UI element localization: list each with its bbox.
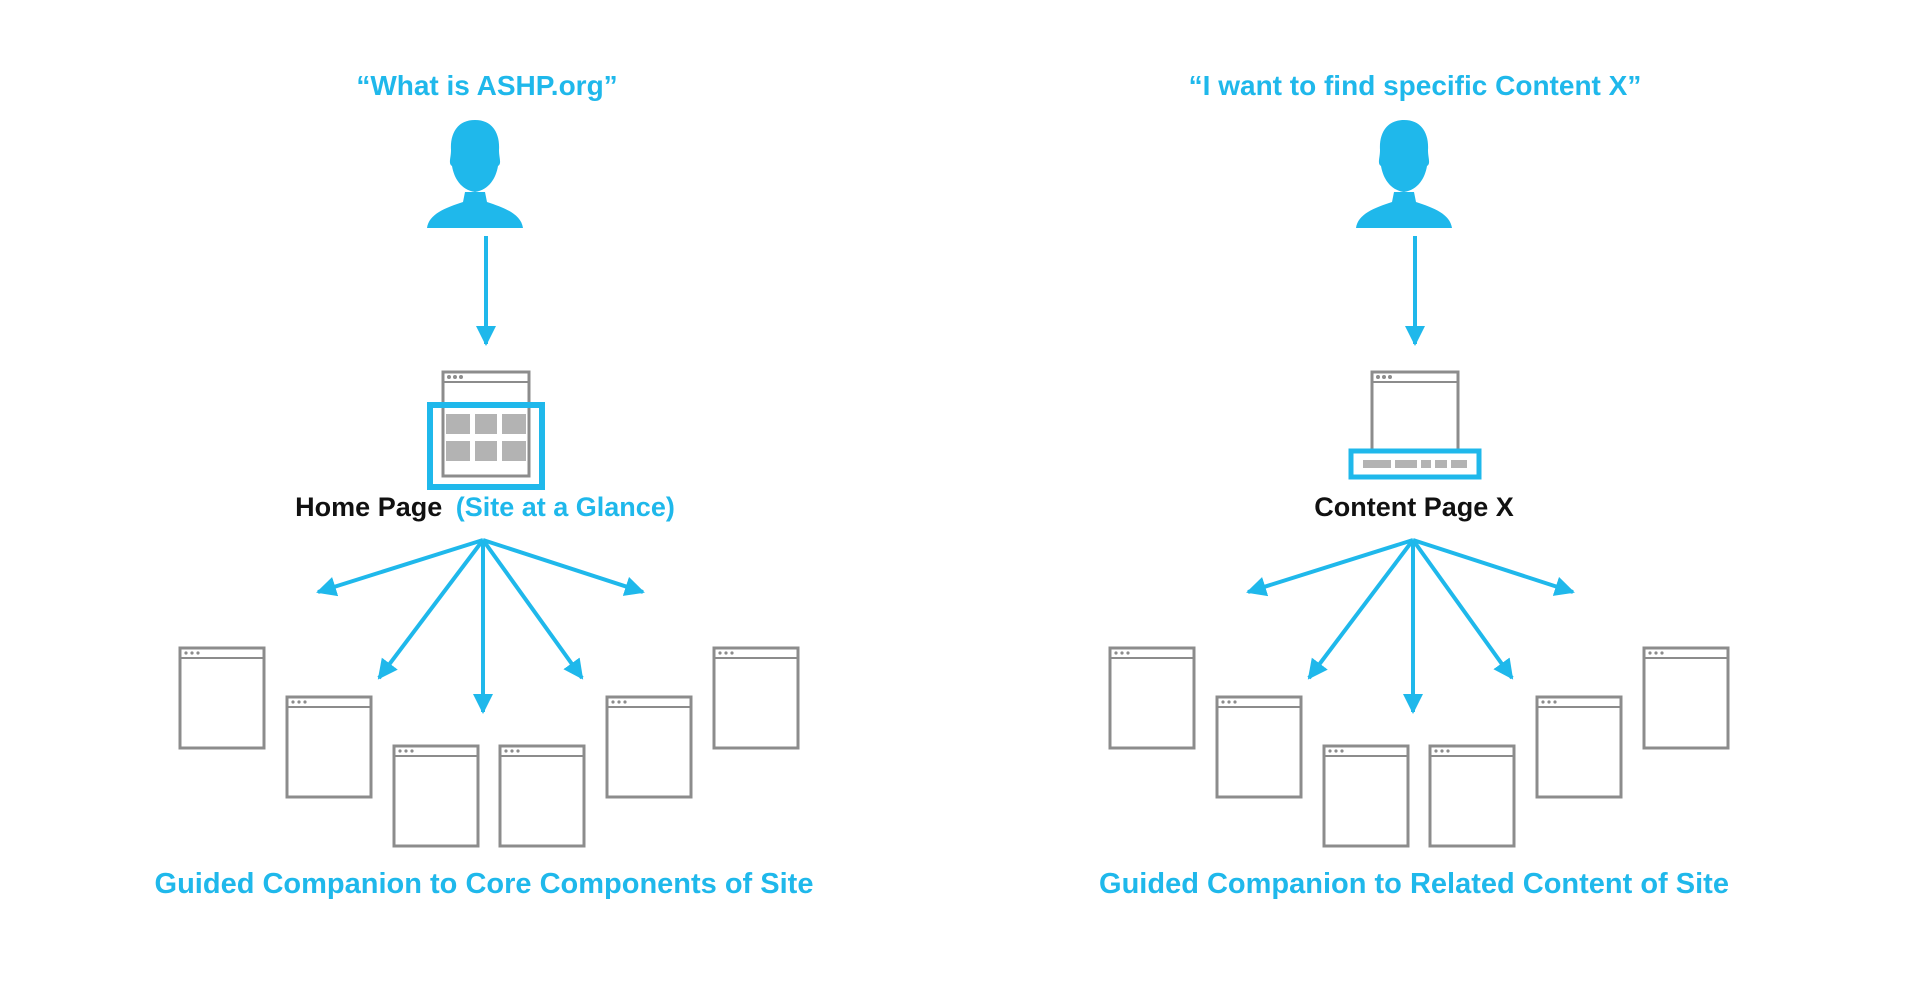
child-page	[1428, 744, 1516, 848]
home-page-grid-icon	[427, 370, 545, 490]
left-child-pages	[178, 646, 800, 848]
home-page-subtitle: (Site at a Glance)	[456, 492, 675, 522]
child-page	[1642, 646, 1730, 750]
child-page	[712, 646, 800, 750]
right-caption: Guided Companion to Related Content of S…	[1099, 868, 1729, 900]
child-page	[1322, 744, 1410, 848]
user-icon	[1356, 120, 1452, 228]
child-page	[605, 695, 693, 799]
content-page-title: Content Page X	[1314, 492, 1514, 522]
child-page	[1108, 646, 1196, 750]
home-page-label: Home Page (Site at a Glance)	[295, 492, 675, 522]
left-caption: Guided Companion to Core Components of S…	[155, 868, 814, 900]
right-quote: “I want to find specific Content X”	[1189, 70, 1642, 101]
content-page-footer-icon	[1348, 370, 1482, 480]
child-page	[498, 744, 586, 848]
child-page	[392, 744, 480, 848]
content-page-fan-arrows	[1246, 538, 1575, 714]
user-icon	[427, 120, 523, 228]
child-page	[285, 695, 373, 799]
right-child-pages	[1108, 646, 1730, 848]
child-page	[1215, 695, 1303, 799]
left-panel: “What is ASHP.org”	[155, 70, 814, 900]
home-page-fan-arrows	[316, 538, 645, 714]
home-page-title: Home Page	[295, 492, 442, 522]
child-page	[178, 646, 266, 750]
child-page	[1535, 695, 1623, 799]
right-panel: “I want to find specific Content X” Cont…	[1099, 70, 1730, 900]
left-quote: “What is ASHP.org”	[356, 70, 617, 101]
